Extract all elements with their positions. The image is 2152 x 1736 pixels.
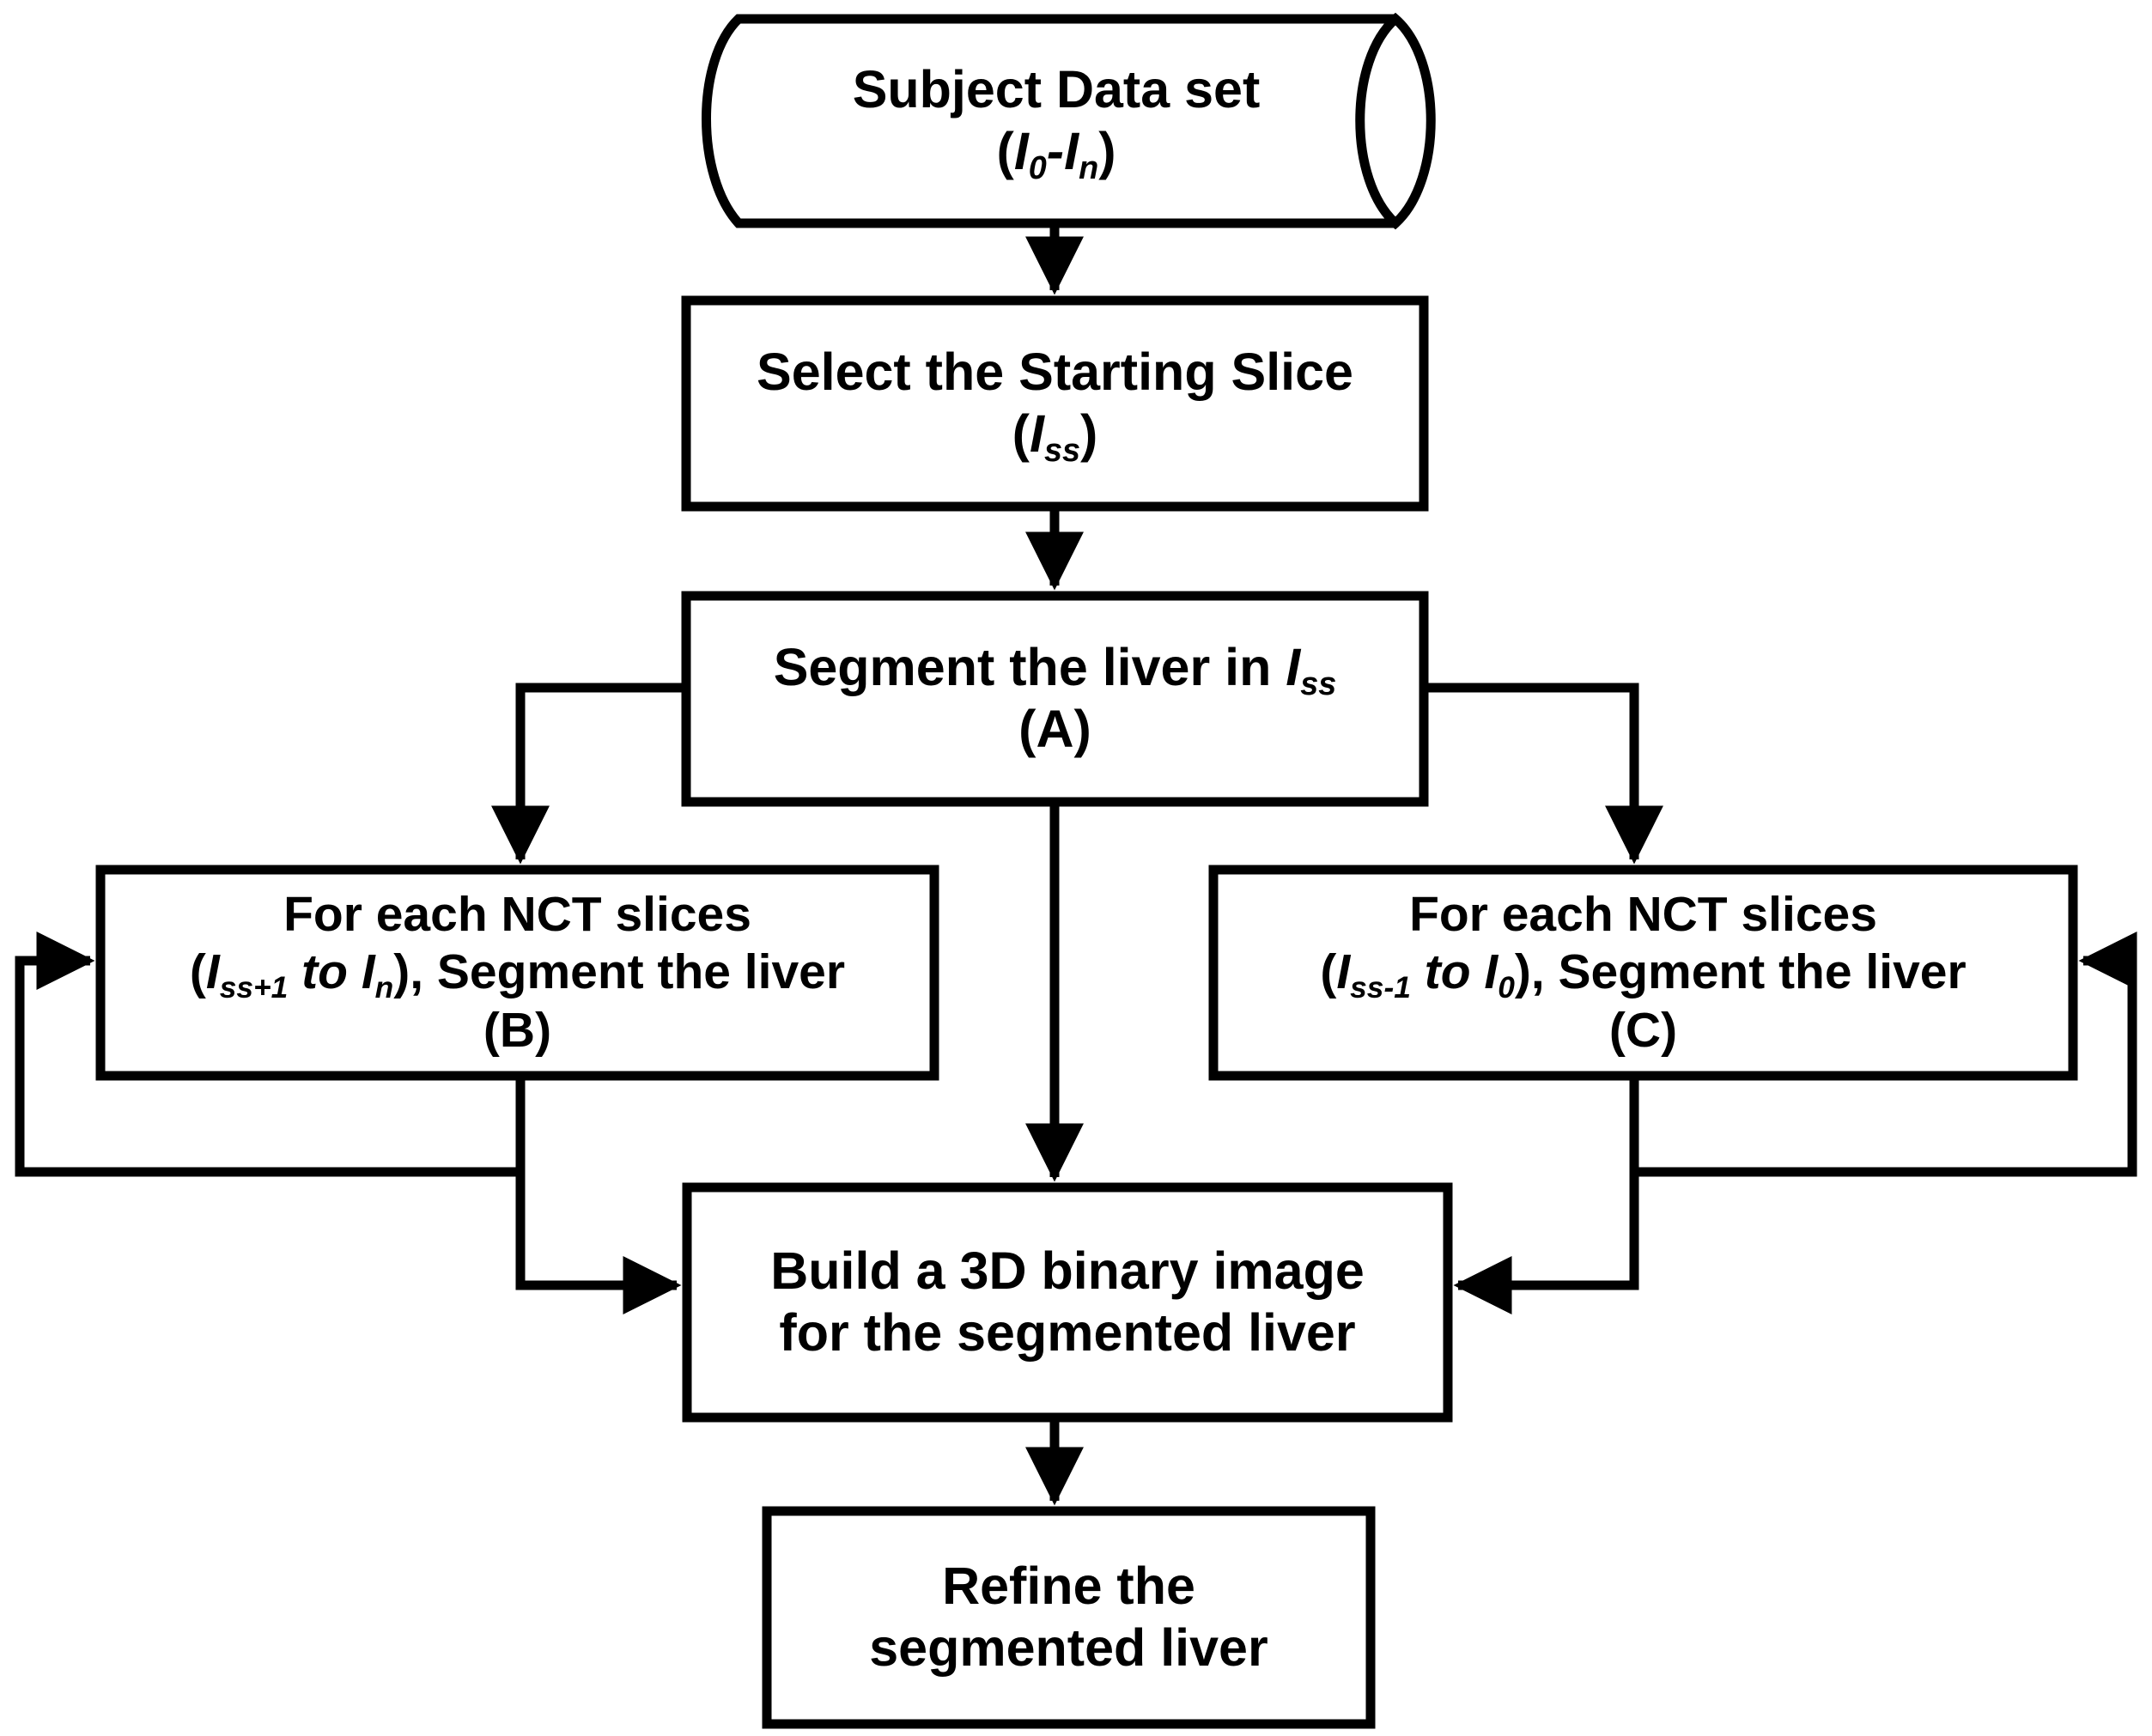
node-shape-segment-b — [95, 865, 939, 1081]
connector-segment-a-to-segment-b — [490, 683, 686, 865]
connector-segment-b-to-build-3d — [515, 1076, 682, 1315]
node-shape-segment-a — [681, 591, 1429, 807]
connector-segment-a-to-segment-c — [1424, 683, 1664, 865]
node-shape-refine — [762, 1506, 1376, 1729]
node-shape-segment-c — [1208, 865, 2078, 1081]
node-shape-select-slice — [681, 295, 1429, 512]
node-shape-build-3d — [682, 1182, 1453, 1423]
node-shape-data-source — [702, 12, 1436, 230]
connector-segment-c-to-build-3d — [1453, 1076, 1639, 1315]
